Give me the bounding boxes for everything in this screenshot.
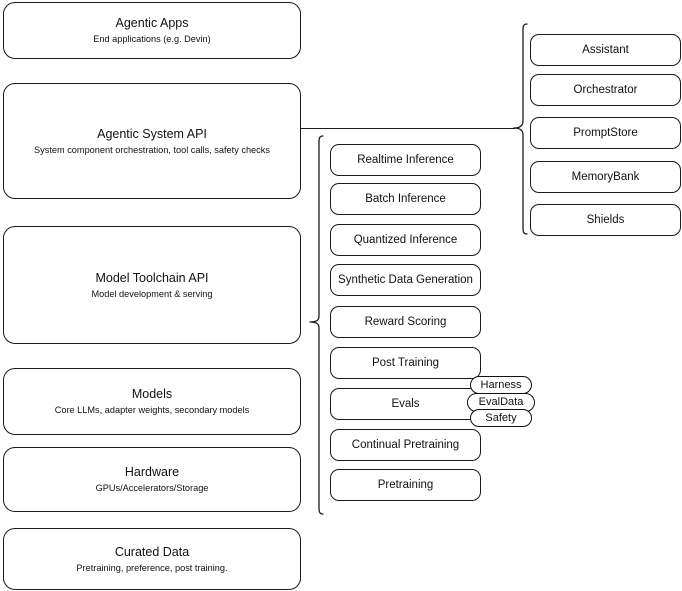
capability-continual-pretraining[interactable]: Continual Pretraining	[330, 429, 481, 461]
eval-badge-label: Harness	[480, 378, 522, 391]
system-components-bracket	[513, 23, 528, 235]
capability-label: Reward Scoring	[364, 316, 447, 328]
layer-title: Models	[131, 387, 173, 401]
eval-badge-harness[interactable]: Harness	[470, 376, 532, 394]
eval-badge-label: EvalData	[478, 396, 524, 408]
capability-pretraining[interactable]: Pretraining	[330, 469, 481, 501]
layer-agentic-apps[interactable]: Agentic Apps End applications (e.g. Devi…	[3, 2, 301, 59]
layer-models[interactable]: Models Core LLMs, adapter weights, secon…	[3, 368, 301, 435]
component-label: Assistant	[582, 44, 629, 56]
eval-badge-safety[interactable]: Safety	[470, 409, 532, 427]
component-promptstore[interactable]: PromptStore	[530, 117, 681, 149]
component-orchestrator[interactable]: Orchestrator	[530, 74, 681, 106]
layer-title: Hardware	[124, 465, 180, 479]
layer-title: Model Toolchain API	[95, 270, 209, 285]
capability-post-training[interactable]: Post Training	[330, 347, 481, 379]
capability-synthetic-data-generation[interactable]: Synthetic Data Generation	[330, 264, 481, 296]
layer-agentic-system-api[interactable]: Agentic System API System component orch…	[3, 83, 301, 199]
capability-label: Evals	[391, 398, 420, 410]
toolchain-bracket	[309, 135, 324, 515]
layer-title: Curated Data	[114, 544, 190, 559]
capability-label: Post Training	[371, 357, 440, 369]
capability-label: Synthetic Data Generation	[338, 274, 473, 286]
capability-label: Pretraining	[377, 479, 434, 491]
layer-hardware[interactable]: Hardware GPUs/Accelerators/Storage	[3, 447, 301, 512]
layer-subtitle: End applications (e.g. Devin)	[93, 34, 211, 44]
component-label: Orchestrator	[573, 84, 638, 96]
capability-label: Quantized Inference	[353, 234, 458, 246]
layer-curated-data[interactable]: Curated Data Pretraining, preference, po…	[3, 528, 301, 590]
layer-subtitle: Model development & serving	[91, 288, 213, 299]
capability-label: Batch Inference	[365, 193, 446, 205]
layer-subtitle: Pretraining, preference, post training.	[76, 562, 228, 573]
capability-label: Realtime Inference	[357, 154, 454, 166]
eval-badge-label: Safety	[485, 411, 517, 424]
capability-label: Continual Pretraining	[351, 439, 460, 451]
layer-subtitle: Core LLMs, adapter weights, secondary mo…	[54, 405, 250, 415]
layer-subtitle: System component orchestration, tool cal…	[34, 144, 270, 155]
capability-batch-inference[interactable]: Batch Inference	[330, 183, 481, 215]
capability-quantized-inference[interactable]: Quantized Inference	[330, 224, 481, 256]
capability-reward-scoring[interactable]: Reward Scoring	[330, 306, 481, 338]
layer-title: Agentic Apps	[115, 16, 189, 30]
component-label: Shields	[586, 214, 625, 226]
layer-title: Agentic System API	[97, 126, 207, 141]
component-label: MemoryBank	[571, 171, 640, 183]
layer-model-toolchain-api[interactable]: Model Toolchain API Model development & …	[3, 226, 301, 344]
component-assistant[interactable]: Assistant	[530, 34, 681, 66]
capability-realtime-inference[interactable]: Realtime Inference	[330, 144, 481, 176]
system-api-to-components-connector	[301, 128, 515, 130]
component-memorybank[interactable]: MemoryBank	[530, 161, 681, 193]
capability-evals[interactable]: Evals	[330, 388, 481, 420]
layer-subtitle: GPUs/Accelerators/Storage	[95, 483, 209, 493]
component-shields[interactable]: Shields	[530, 204, 681, 236]
component-label: PromptStore	[573, 127, 638, 139]
